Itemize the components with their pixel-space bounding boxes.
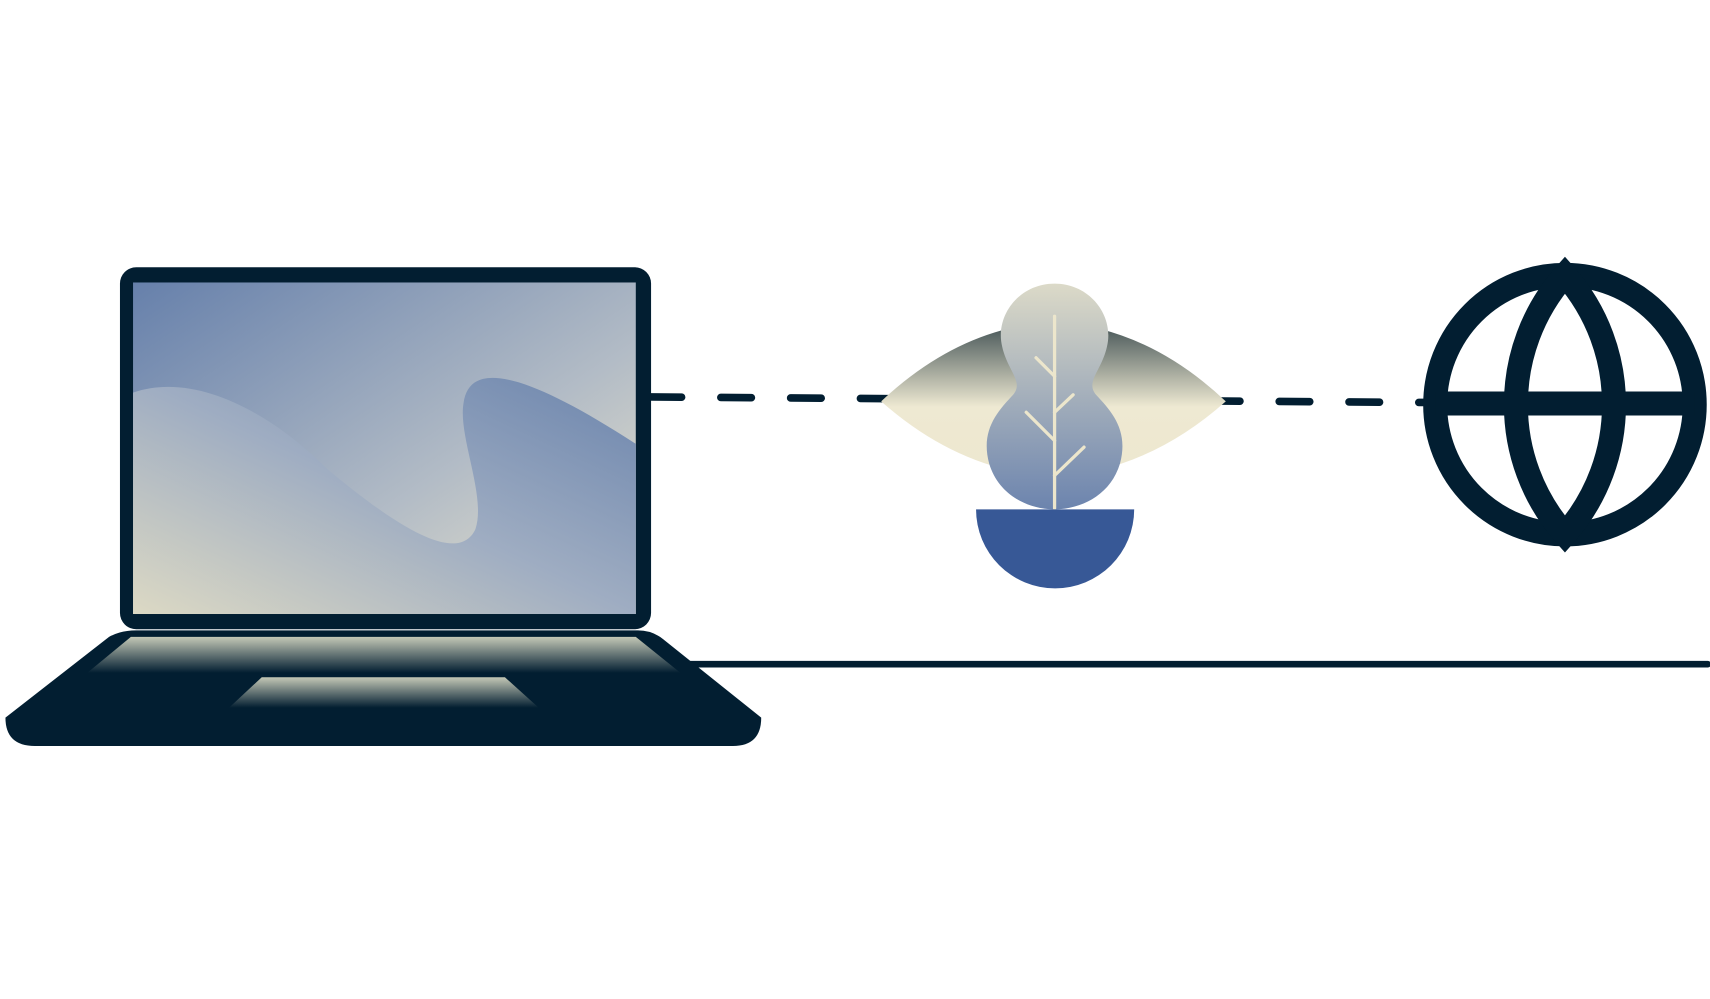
dashed-connection-line bbox=[647, 393, 1427, 407]
plant-eye-icon bbox=[881, 283, 1226, 589]
laptop-keyboard bbox=[87, 636, 681, 673]
plant-stem bbox=[1024, 314, 1086, 510]
plant-pot bbox=[976, 509, 1135, 589]
globe-icon bbox=[1423, 256, 1707, 553]
laptop-icon bbox=[5, 267, 762, 746]
screen-wave bbox=[133, 377, 636, 615]
laptop-trackpad bbox=[229, 677, 539, 708]
